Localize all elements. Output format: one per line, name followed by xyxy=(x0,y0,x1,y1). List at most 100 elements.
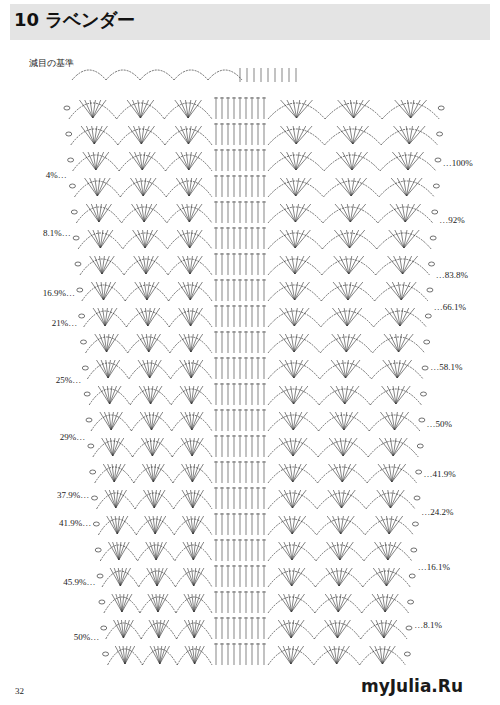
stitch-fan xyxy=(334,256,349,274)
stitch-top xyxy=(214,280,218,281)
stitch-top xyxy=(244,124,248,125)
treble-stitch xyxy=(228,513,229,535)
stitch-fan xyxy=(394,256,403,274)
stitch-fan xyxy=(148,594,158,612)
turning-chain xyxy=(82,366,88,370)
stitch-fan xyxy=(91,282,103,300)
sample-stitch xyxy=(254,68,255,82)
stitch-fan xyxy=(390,334,399,352)
stitch-fan xyxy=(190,412,192,430)
stitch-fan xyxy=(188,100,201,118)
stitch-fan xyxy=(384,334,399,352)
stitch-fan xyxy=(338,100,354,118)
treble-stitch xyxy=(252,331,253,353)
stitch-fan xyxy=(85,100,93,118)
stitch-top xyxy=(214,358,218,359)
stitch-fan xyxy=(190,438,192,456)
stitch-fan xyxy=(145,516,156,534)
stitch-fan xyxy=(280,282,295,300)
stitch-top xyxy=(226,124,230,125)
treble-stitch xyxy=(240,201,241,223)
stitch-top xyxy=(220,228,224,229)
treble-stitch xyxy=(246,565,247,587)
stitch-fan xyxy=(192,594,194,612)
stitch-fan xyxy=(118,568,120,586)
stitch-fan xyxy=(119,646,125,664)
stitch-top xyxy=(214,202,218,203)
stitch-top xyxy=(262,540,266,541)
stitch-fan xyxy=(343,438,357,456)
stitch-fan xyxy=(146,542,156,560)
stitch-fan xyxy=(125,646,135,664)
treble-stitch xyxy=(258,123,259,145)
stitch-fan xyxy=(339,568,352,586)
treble-stitch xyxy=(216,539,217,561)
turning-chain xyxy=(406,626,412,630)
stitch-top xyxy=(262,462,266,463)
stitch-fan xyxy=(279,412,293,430)
stitch-fan xyxy=(291,646,304,664)
treble-stitch xyxy=(234,591,235,613)
stitch-top xyxy=(232,462,236,463)
stitch-top xyxy=(214,228,218,229)
treble-stitch xyxy=(228,305,229,327)
stitch-fan xyxy=(141,308,148,326)
stitch-top xyxy=(238,384,242,385)
treble-stitch xyxy=(222,565,223,587)
stitch-fan xyxy=(350,230,365,248)
stitch-fan xyxy=(331,360,345,378)
stitch-fan xyxy=(148,308,160,326)
stitch-fan xyxy=(285,438,293,456)
stitch-fan xyxy=(284,490,292,508)
turning-chain xyxy=(404,652,410,656)
stitch-top xyxy=(238,306,242,307)
stitch-fan xyxy=(352,152,368,170)
stitch-fan xyxy=(388,542,401,560)
stitch-fan xyxy=(180,360,192,378)
stitch-fan xyxy=(189,386,191,404)
stitch-top xyxy=(226,514,230,515)
stitch-top xyxy=(232,566,236,567)
stitch-fan xyxy=(340,230,349,248)
treble-stitch xyxy=(264,175,265,197)
stitch-fan xyxy=(134,152,142,170)
stitch-fan xyxy=(342,490,356,508)
percent-label: …24.2% xyxy=(420,507,454,518)
treble-stitch xyxy=(216,357,217,379)
stitch-fan xyxy=(391,308,400,326)
stitch-fan xyxy=(296,126,312,144)
stitch-fan xyxy=(178,282,190,300)
treble-stitch xyxy=(222,435,223,457)
stitch-fan xyxy=(326,568,339,586)
stitch-top xyxy=(262,618,266,619)
stitch-top xyxy=(238,540,242,541)
stitch-fan xyxy=(192,386,203,404)
treble-stitch xyxy=(240,539,241,561)
treble-stitch xyxy=(246,227,247,249)
stitch-fan xyxy=(104,334,106,352)
stitch-fan xyxy=(386,412,395,430)
stitch-fan xyxy=(385,594,398,612)
treble-stitch xyxy=(222,253,223,275)
stitch-top xyxy=(226,306,230,307)
turning-chain xyxy=(438,106,444,110)
stitch-fan xyxy=(194,594,204,612)
stitch-fan xyxy=(338,334,347,352)
treble-stitch xyxy=(258,331,259,353)
stitch-fan xyxy=(290,516,293,534)
stitch-top xyxy=(250,202,254,203)
stitch-fan xyxy=(388,490,391,508)
treble-stitch xyxy=(258,513,259,535)
treble-stitch xyxy=(246,253,247,275)
stitch-fan xyxy=(160,646,170,664)
stitch-top xyxy=(262,228,266,229)
stitch-fan xyxy=(278,620,291,638)
treble-stitch xyxy=(228,149,229,171)
stitch-fan xyxy=(184,594,194,612)
stitch-top xyxy=(256,254,260,255)
sample-stitch xyxy=(268,68,269,82)
stitch-fan xyxy=(291,594,304,612)
stitch-fan xyxy=(399,334,414,352)
stitch-fan xyxy=(147,282,159,300)
note: 減目の基準 xyxy=(28,58,75,69)
